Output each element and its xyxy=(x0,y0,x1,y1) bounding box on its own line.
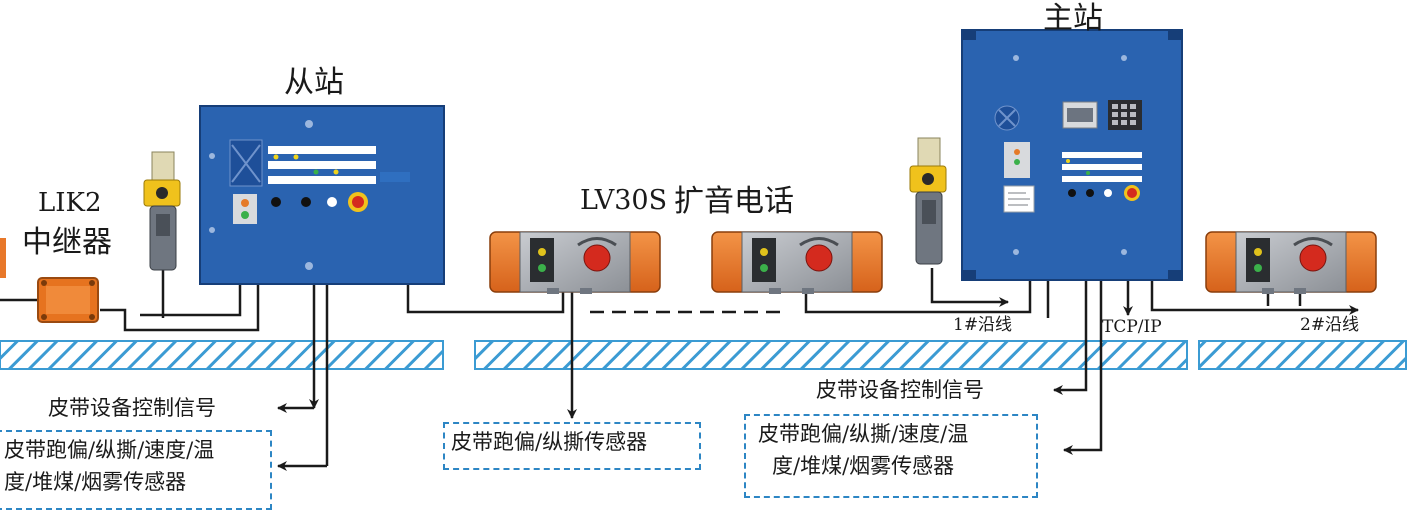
tcp-ip-label: TCP/IP xyxy=(1102,317,1162,337)
repeater-name-label: 中继器 xyxy=(22,225,112,260)
sensor-box-left: 皮带跑偏/纵撕/速度/温 度/堆煤/烟雾传感器 xyxy=(0,430,272,510)
repeater-model-label: LIK2 xyxy=(38,188,102,218)
slave-cabinet xyxy=(199,105,445,285)
sensor-box-middle-text: 皮带跑偏/纵撕传感器 xyxy=(451,430,648,454)
sensor-box-left-line2: 度/堆煤/烟雾传感器 xyxy=(4,470,187,494)
conveyor-belt-left xyxy=(0,340,444,370)
conveyor-belts xyxy=(0,340,1407,370)
line-2-label: 2#沿线 xyxy=(1300,315,1360,335)
master-station-label: 主站 xyxy=(1043,1,1103,36)
sensor-box-right-line1: 皮带跑偏/纵撕/速度/温 xyxy=(758,422,969,446)
phone-name-label: 扩音电话 xyxy=(674,184,794,219)
repeater-device xyxy=(0,238,99,323)
master-cabinet xyxy=(961,29,1183,281)
control-signal-left-label: 皮带设备控制信号 xyxy=(48,396,216,420)
wiring xyxy=(0,268,1359,466)
pa-phone-2 xyxy=(711,231,883,294)
pa-phone-3 xyxy=(1205,231,1377,294)
slave-station-label: 从站 xyxy=(284,65,344,100)
pa-phone-1 xyxy=(489,231,661,294)
sensor-box-right: 皮带跑偏/纵撕/速度/温 度/堆煤/烟雾传感器 xyxy=(744,414,1038,498)
sensor-box-right-line2: 度/堆煤/烟雾传感器 xyxy=(772,454,955,478)
control-signal-right-label: 皮带设备控制信号 xyxy=(816,378,984,402)
line-1-label: 1#沿线 xyxy=(953,315,1013,335)
wiring-arrows xyxy=(277,403,327,471)
sensor-box-left-line1: 皮带跑偏/纵撕/速度/温 xyxy=(4,438,215,462)
sensor-box-middle: 皮带跑偏/纵撕传感器 xyxy=(443,422,701,470)
beacon-sensor-master xyxy=(909,137,947,265)
conveyor-belt-middle xyxy=(474,340,1188,370)
beacon-sensor-slave xyxy=(143,151,181,271)
phone-model-label: LV30S xyxy=(580,185,668,216)
conveyor-belt-right xyxy=(1198,340,1407,370)
